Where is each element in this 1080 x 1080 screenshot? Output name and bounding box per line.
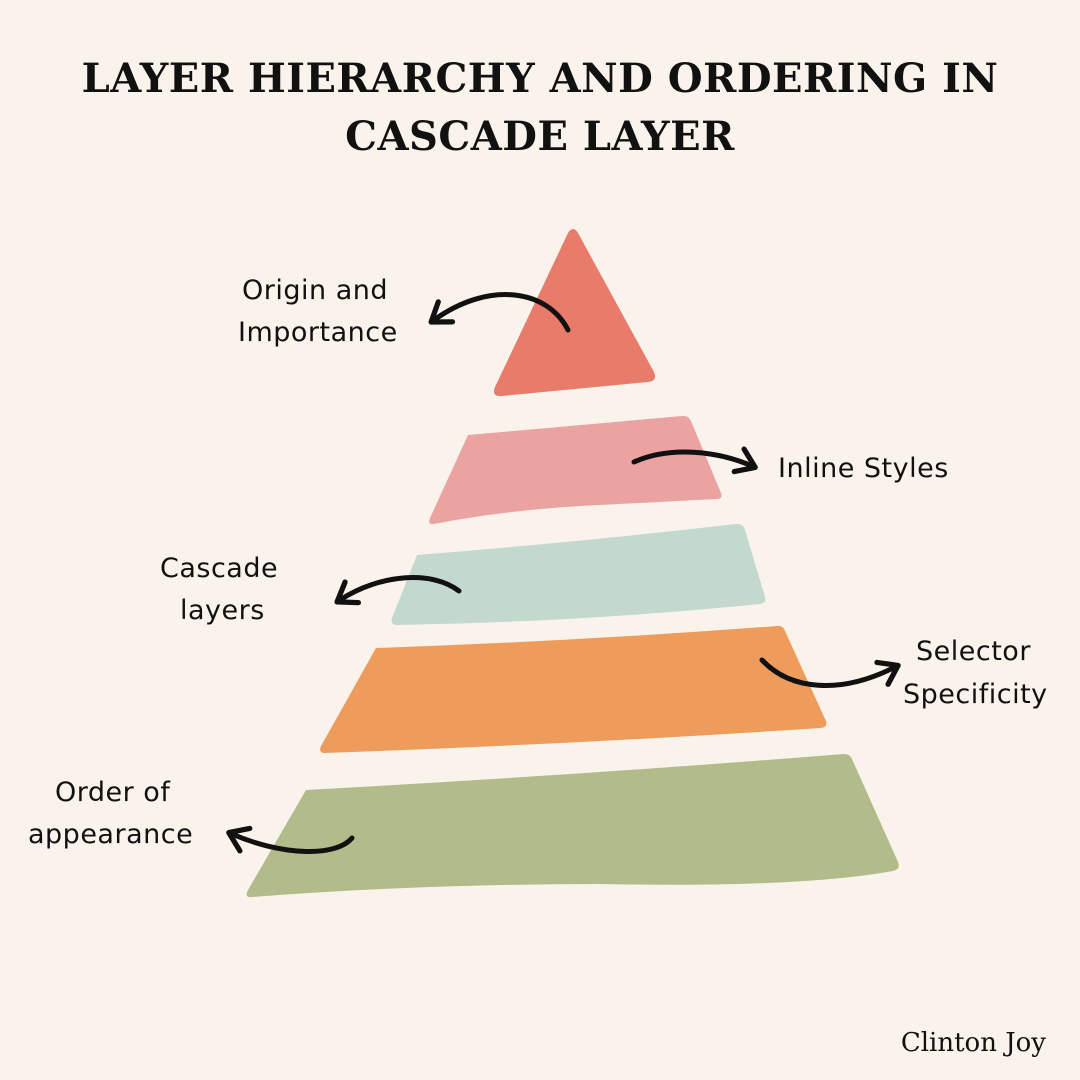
label-cascade-layers-line-1: Cascade [160, 553, 278, 584]
arrow-origin-importance [428, 292, 571, 333]
label-origin-importance-line-2: Importance [238, 317, 398, 348]
label-selector-specificity-line-2: Specificity [903, 679, 1048, 710]
tier-order-of-appearance [246, 754, 899, 898]
arrow-inline-styles [631, 446, 758, 475]
page-title: LAYER HIERARCHY AND ORDERING IN CASCADE … [0, 50, 1080, 166]
tier-selector-specificity [320, 625, 827, 753]
label-order-of-appearance-line-2: appearance [28, 819, 193, 850]
label-order-of-appearance-line-1: Order of [55, 777, 171, 808]
author-credit: Clinton Joy [900, 1028, 1046, 1058]
label-origin-importance-line-1: Origin and [242, 275, 388, 306]
arrow-selector-specificity [759, 657, 901, 688]
label-inline-styles: Inline Styles [778, 453, 949, 484]
arrow-cascade-layers [334, 575, 462, 606]
title-line-2: CASCADE LAYER [345, 113, 735, 160]
label-selector-specificity-line-1: Selector [916, 636, 1031, 667]
tier-cascade-layers [391, 523, 766, 625]
tier-inline-styles [429, 415, 722, 525]
title-line-1: LAYER HIERARCHY AND ORDERING IN [81, 55, 999, 102]
arrow-order-of-appearance [226, 825, 355, 854]
label-cascade-layers-line-2: layers [180, 595, 265, 626]
tier-origin-importance [493, 229, 656, 397]
